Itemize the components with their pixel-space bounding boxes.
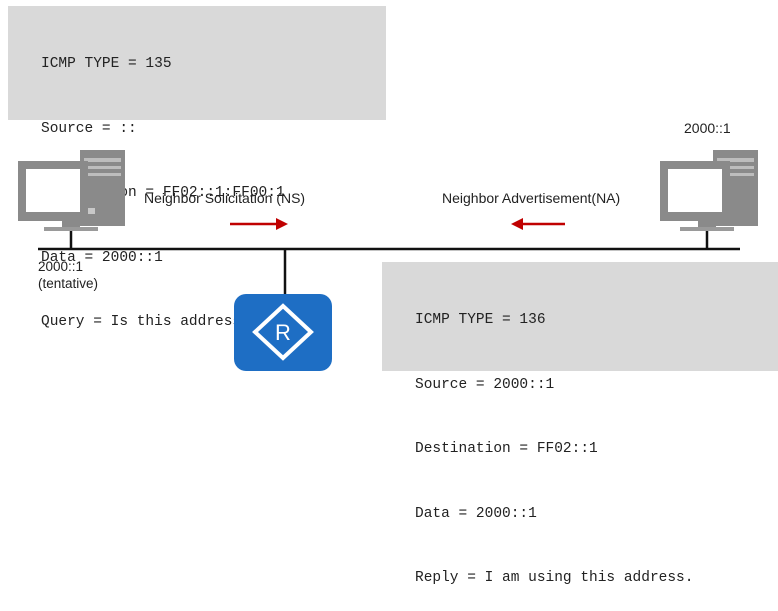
ns-packet-line: Data = 2000::1 bbox=[41, 249, 163, 266]
na-packet-line: Data = 2000::1 bbox=[415, 505, 537, 522]
na-packet-line: Destination = FF02::1 bbox=[415, 441, 598, 457]
na-packet-line: Source = 2000::1 bbox=[415, 376, 555, 393]
na-packet-line: Reply = I am using this address. bbox=[415, 570, 694, 586]
router-label: R bbox=[275, 320, 291, 345]
na-packet-line: ICMP TYPE = 136 bbox=[415, 312, 546, 328]
router-icon: R bbox=[234, 294, 332, 371]
right-host-address: 2000::1 bbox=[684, 120, 731, 136]
na-message-label: Neighbor Advertisement(NA) bbox=[442, 190, 621, 206]
ns-message-label: Neighbor Solicitation (NS) bbox=[144, 190, 306, 206]
ns-packet-line: ICMP TYPE = 135 bbox=[41, 56, 172, 72]
right-computer-icon bbox=[660, 150, 758, 231]
left-host-status: (tentative) bbox=[38, 276, 99, 291]
ns-packet-line: Source = :: bbox=[41, 120, 137, 137]
left-host-address: 2000::1 bbox=[38, 259, 84, 274]
left-computer-icon bbox=[18, 150, 125, 231]
na-arrow bbox=[511, 218, 565, 230]
ns-arrow bbox=[230, 218, 288, 230]
topology-diagram: R bbox=[18, 150, 758, 371]
